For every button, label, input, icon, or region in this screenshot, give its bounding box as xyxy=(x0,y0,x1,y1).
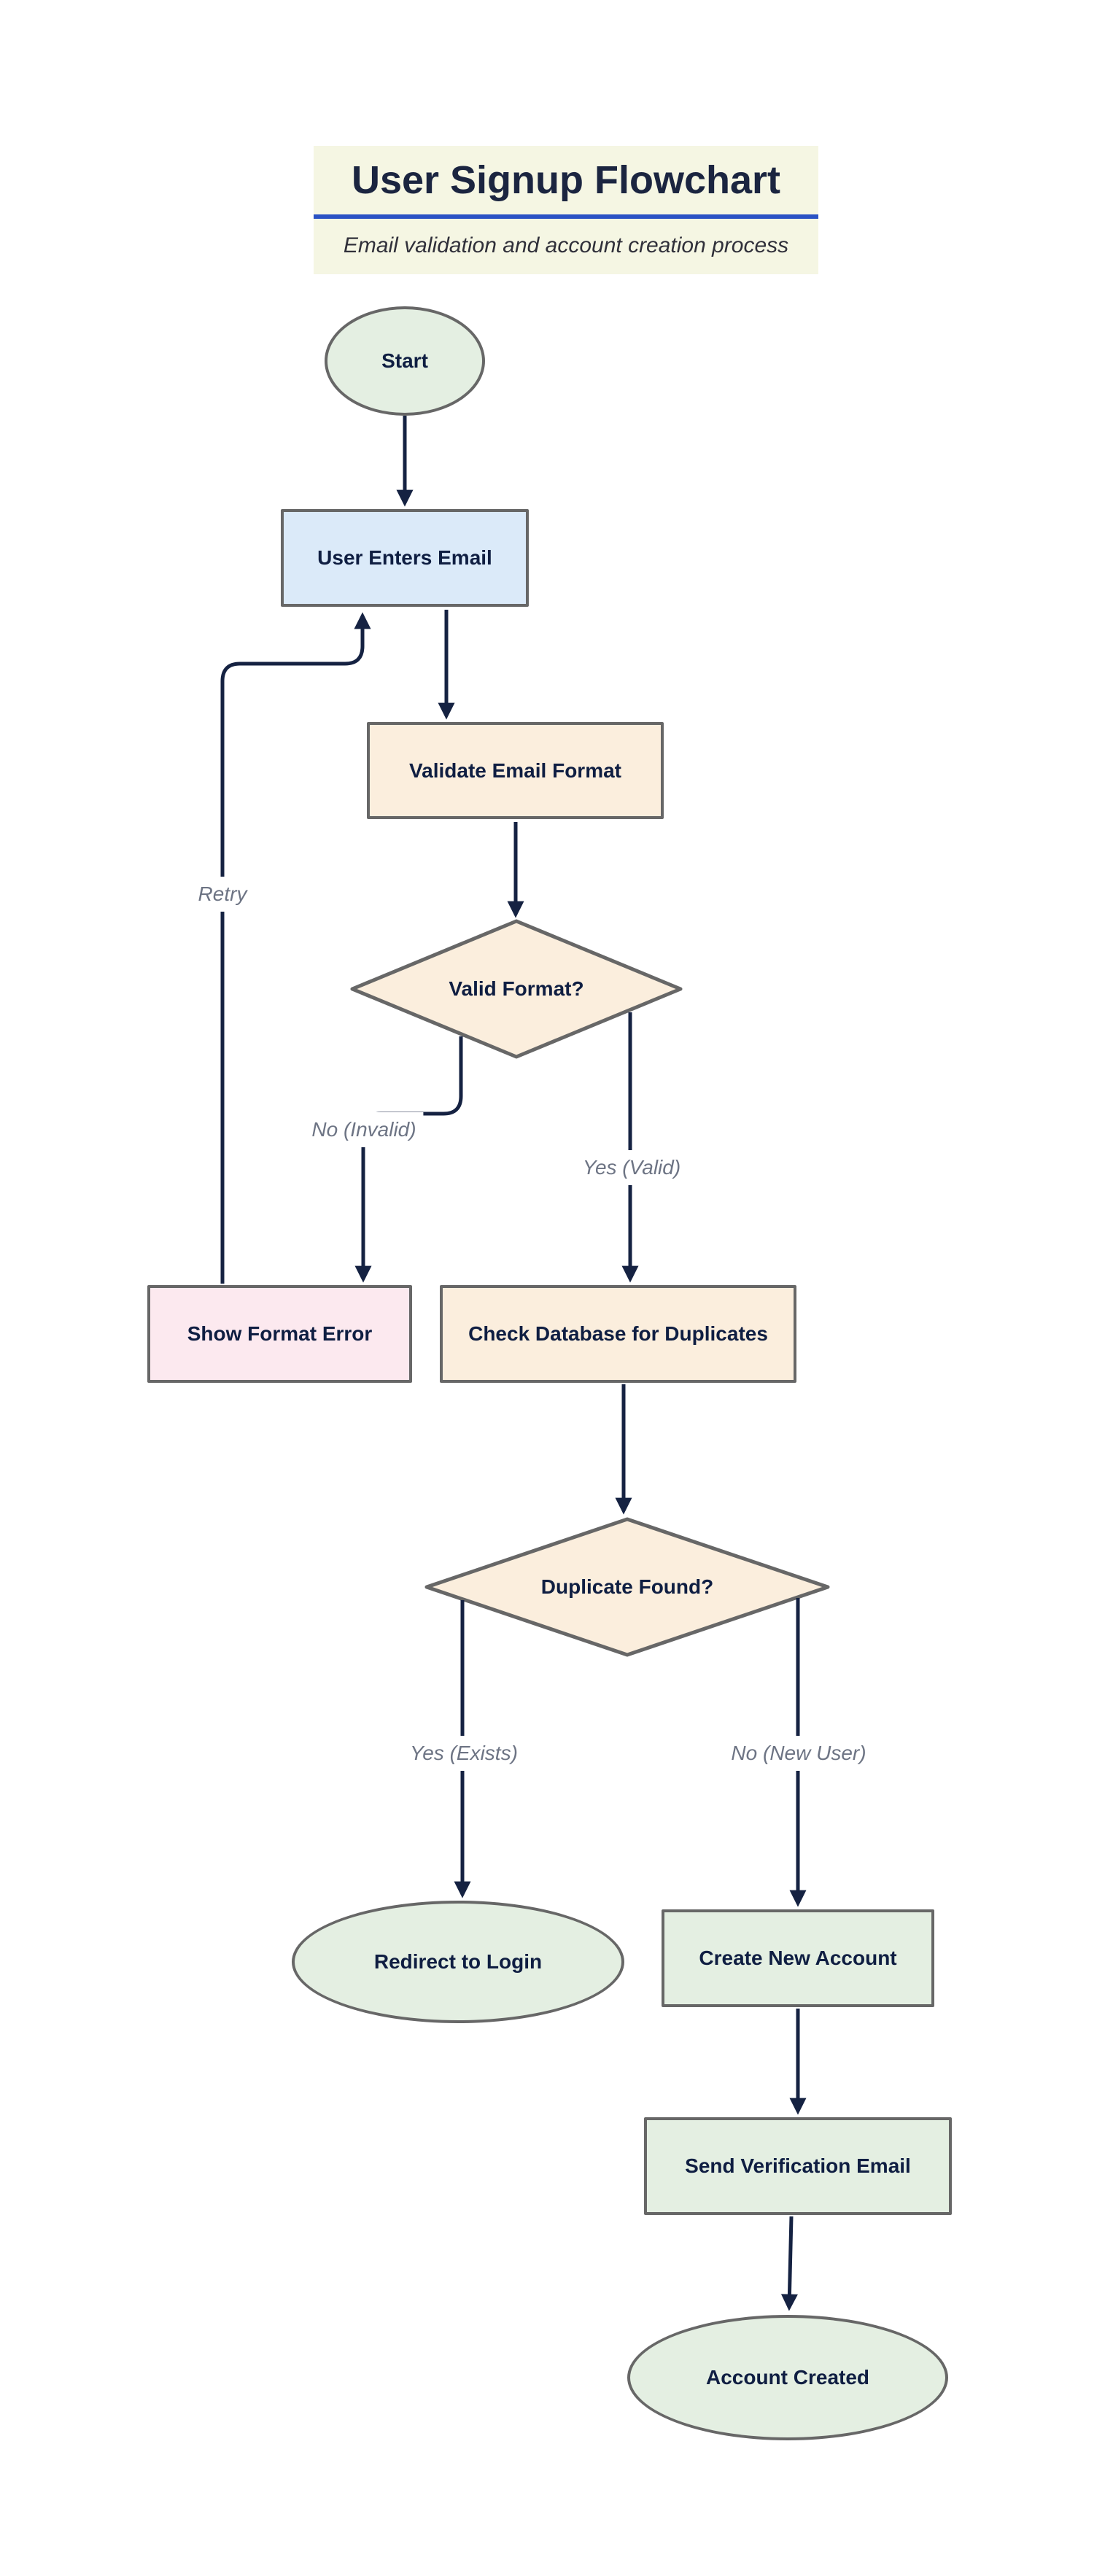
node-check-database-label: Check Database for Duplicates xyxy=(468,1322,768,1345)
node-show-format-error: Show Format Error xyxy=(147,1285,412,1383)
node-show-format-error-label: Show Format Error xyxy=(187,1322,373,1345)
node-valid-format-label: Valid Format? xyxy=(449,977,584,1000)
page-title: User Signup Flowchart xyxy=(351,158,781,202)
node-validate-email-format-label: Validate Email Format xyxy=(409,759,621,782)
title-divider xyxy=(314,214,818,219)
node-validate-email-format: Validate Email Format xyxy=(367,722,664,819)
edge-label-no-invalid: No (Invalid) xyxy=(304,1112,424,1147)
node-valid-format: Valid Format? xyxy=(349,917,684,1060)
node-user-enters-email-label: User Enters Email xyxy=(317,546,492,569)
node-start: Start xyxy=(325,306,485,416)
node-redirect-to-login: Redirect to Login xyxy=(292,1901,624,2023)
edge-label-retry: Retry xyxy=(190,877,255,912)
node-user-enters-email: User Enters Email xyxy=(281,509,529,607)
node-duplicate-found-shape xyxy=(424,1517,830,1657)
edge-label-yes-valid: Yes (Valid) xyxy=(575,1150,689,1185)
edge-label-no-new-user: No (New User) xyxy=(724,1736,874,1771)
node-start-label: Start xyxy=(381,349,428,372)
edge-label-yes-exists: Yes (Exists) xyxy=(403,1736,525,1771)
node-check-database: Check Database for Duplicates xyxy=(440,1285,796,1383)
page-subtitle: Email validation and account creation pr… xyxy=(343,233,789,257)
node-create-new-account-label: Create New Account xyxy=(699,1947,897,1969)
node-duplicate-found: Duplicate Found? xyxy=(423,1516,831,1659)
edge-showerror-to-user-retry xyxy=(220,612,371,1284)
node-account-created: Account Created xyxy=(627,2315,948,2440)
node-send-verification-email: Send Verification Email xyxy=(644,2117,952,2215)
node-create-new-account: Create New Account xyxy=(662,1909,934,2007)
edge-validformat-to-showerror xyxy=(354,1036,463,1283)
node-account-created-label: Account Created xyxy=(705,2366,870,2389)
edge-send-to-account xyxy=(780,2216,798,2311)
header: User Signup Flowchart Email validation a… xyxy=(314,146,818,274)
node-valid-format-shape xyxy=(350,919,683,1059)
node-redirect-to-login-label: Redirect to Login xyxy=(373,1950,543,1973)
node-send-verification-email-label: Send Verification Email xyxy=(685,2154,911,2177)
node-duplicate-found-label: Duplicate Found? xyxy=(540,1575,714,1598)
